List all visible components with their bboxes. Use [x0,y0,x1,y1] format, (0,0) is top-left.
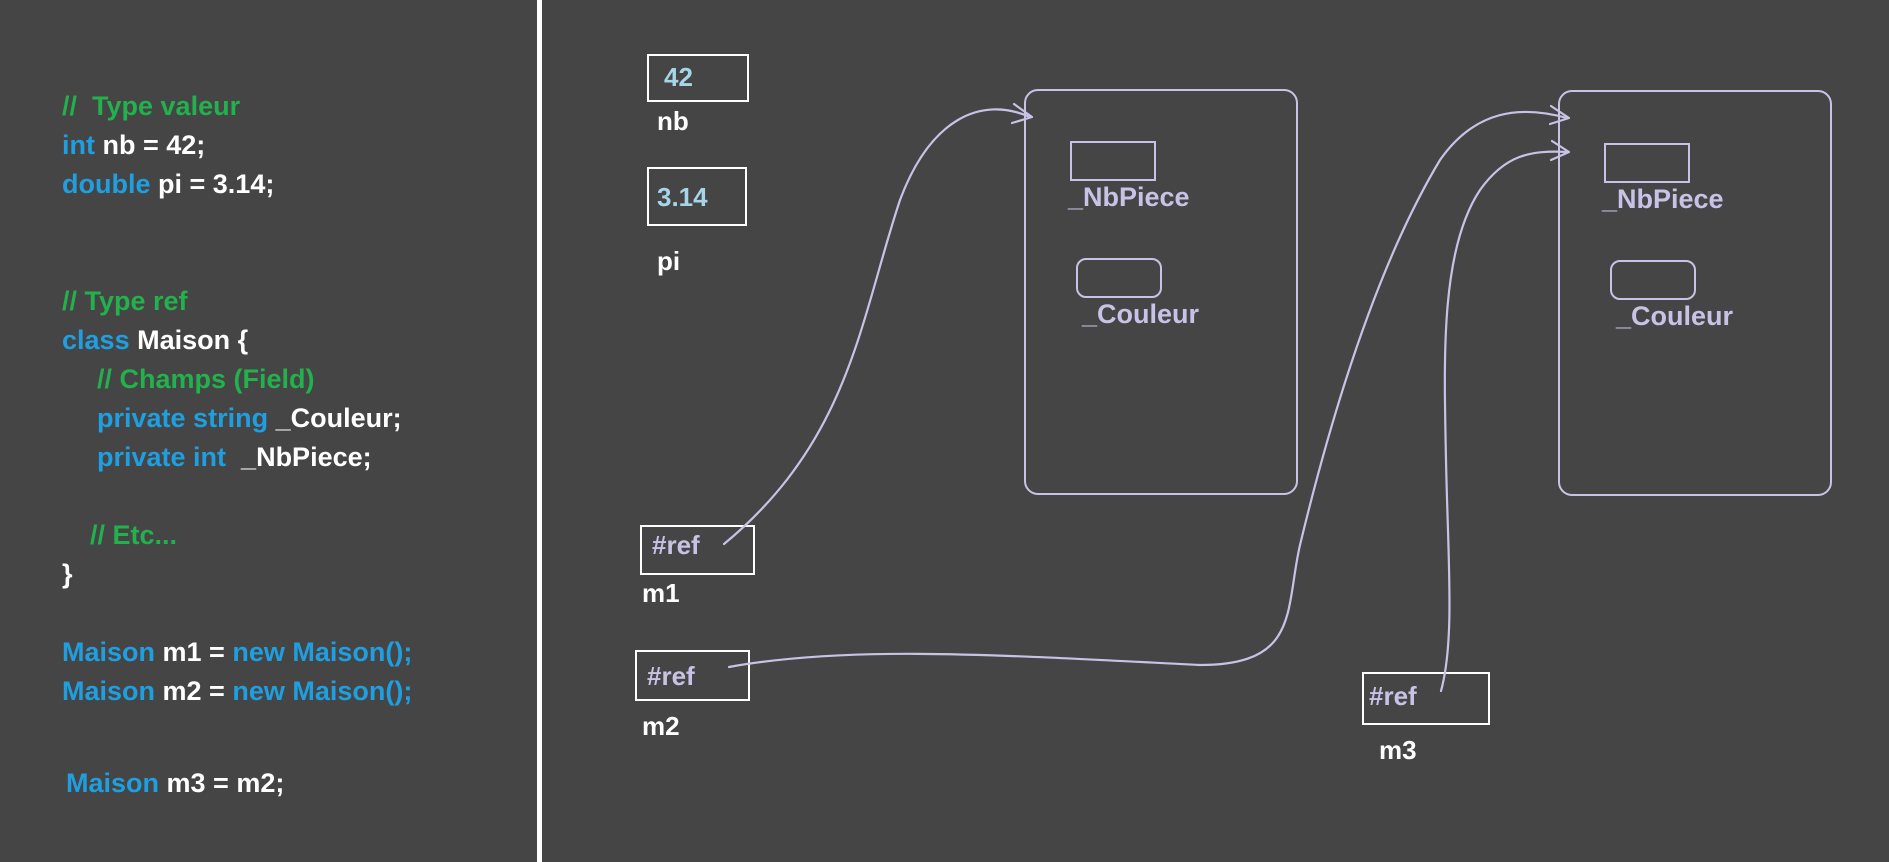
stack-name-m2: m2 [642,711,680,741]
heap-object-2 [1558,90,1832,496]
comment-text: // Champs (Field) [97,364,315,394]
arrowhead-m1 [1010,102,1034,125]
stack-value-pi: 3.14 [657,182,708,212]
code-line-close-brace: } [32,526,73,622]
panel-divider [537,0,542,862]
code-text: pi = 3.14; [150,169,275,199]
stack-value-m3: #ref [1369,681,1417,711]
keyword-text: int [62,130,96,160]
arrow-m2-to-object2 [727,110,1569,669]
keyword-text: private int [97,442,227,472]
keyword-text: new Maison(); [232,676,413,706]
keyword-text: new Maison(); [232,637,413,667]
code-line-comment-value: // Type valeur [32,58,240,154]
comment-text: // Type ref [62,286,188,316]
arrowhead-m2 [1548,104,1571,126]
heap-object-1 [1024,89,1298,495]
stack-box-nb [647,54,749,102]
code-text: Maison { [129,325,249,355]
stack-value-m1: #ref [652,530,700,560]
code-text: m2 = [155,676,233,706]
field-box-couleur-2 [1610,260,1696,300]
code-line-private-string: private string _Couleur; [67,370,402,466]
stack-name-m3: m3 [1379,735,1417,765]
code-text: } [62,559,73,589]
code-line-comment-ref: // Type ref [32,253,188,349]
field-label-nbpiece-1: _NbPiece [1068,182,1190,212]
code-line-m3: Maison m3 = m2; [36,735,284,831]
code-panel: // Type valeur int nb = 42; double pi = … [0,0,537,862]
stack-name-m1: m1 [642,578,680,608]
code-line-m2: Maison m2 = new Maison(); [32,643,412,739]
stack-name-nb: nb [657,106,689,136]
field-box-nbpiece-1 [1070,141,1156,181]
stack-box-m1 [640,525,755,575]
code-line-int: int nb = 42; [32,97,205,193]
stack-box-m2 [635,650,750,701]
keyword-text: class [62,325,130,355]
stack-box-m3 [1362,672,1490,725]
keyword-text: double [62,169,151,199]
keyword-text: Maison [62,676,156,706]
code-text: m3 = m2; [159,768,285,798]
code-line-class: class Maison { [32,292,248,388]
stack-value-m2: #ref [647,661,695,691]
arrowhead-m3 [1549,139,1571,162]
field-label-nbpiece-2: _NbPiece [1602,184,1724,214]
field-label-couleur-2: _Couleur [1616,301,1734,331]
code-text: _Couleur; [268,403,402,433]
keyword-text: Maison [66,768,160,798]
code-text: _NbPiece; [226,442,372,472]
stack-name-pi: pi [657,246,681,276]
field-label-couleur-1: _Couleur [1082,299,1200,329]
keyword-text: private string [97,403,269,433]
code-line-double: double pi = 3.14; [32,136,274,232]
code-line-comment-etc: // Etc... [60,487,177,583]
arrow-m3-to-object2 [1439,150,1570,693]
code-line-comment-fields: // Champs (Field) [67,331,315,427]
keyword-text: Maison [62,637,156,667]
stack-box-pi [647,167,747,226]
code-text: nb = 42; [95,130,206,160]
comment-text: // Type valeur [62,91,241,121]
field-box-nbpiece-2 [1604,143,1690,183]
stack-value-nb: 42 [664,62,693,92]
code-line-m1: Maison m1 = new Maison(); [32,604,412,700]
comment-text: // Etc... [90,520,178,550]
field-box-couleur-1 [1076,258,1162,298]
code-line-private-int: private int _NbPiece; [67,409,372,505]
code-text: m1 = [155,637,233,667]
arrow-m1-to-object1 [722,108,1032,546]
